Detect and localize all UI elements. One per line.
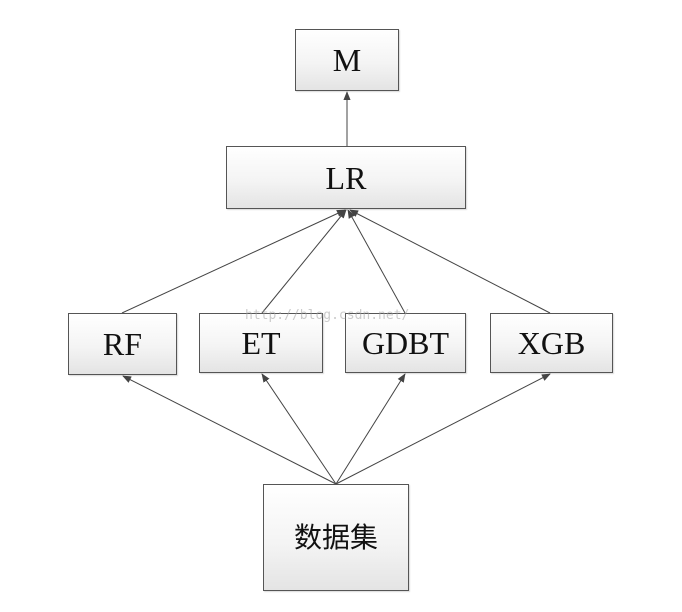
node-et: ET [199, 313, 323, 373]
edge-xgb-to-lr [349, 209, 551, 314]
node-m-label: M [332, 42, 362, 78]
edge-rf-to-lr [121, 209, 346, 314]
node-xgb-label: XGB [517, 325, 586, 361]
edge-data-to-gdbt [335, 373, 406, 485]
node-lr: LR [226, 146, 466, 209]
node-xgb: XGB [490, 313, 613, 373]
node-m: M [295, 29, 399, 91]
node-lr-label: LR [325, 159, 367, 196]
node-gdbt: GDBT [345, 313, 466, 373]
node-gdbt-label: GDBT [361, 325, 450, 361]
edge-gdbt-to-lr [347, 209, 406, 314]
edge-data-to-rf [122, 375, 337, 485]
node-rf-label: RF [102, 326, 143, 362]
node-dataset-label: 数据集 [293, 520, 378, 554]
node-dataset: 数据集 [263, 484, 409, 591]
edge-data-to-xgb [335, 373, 551, 485]
edge-data-to-et [261, 373, 337, 485]
node-et-label: ET [241, 325, 281, 361]
node-rf: RF [68, 313, 177, 375]
edge-et-to-lr [261, 209, 347, 314]
